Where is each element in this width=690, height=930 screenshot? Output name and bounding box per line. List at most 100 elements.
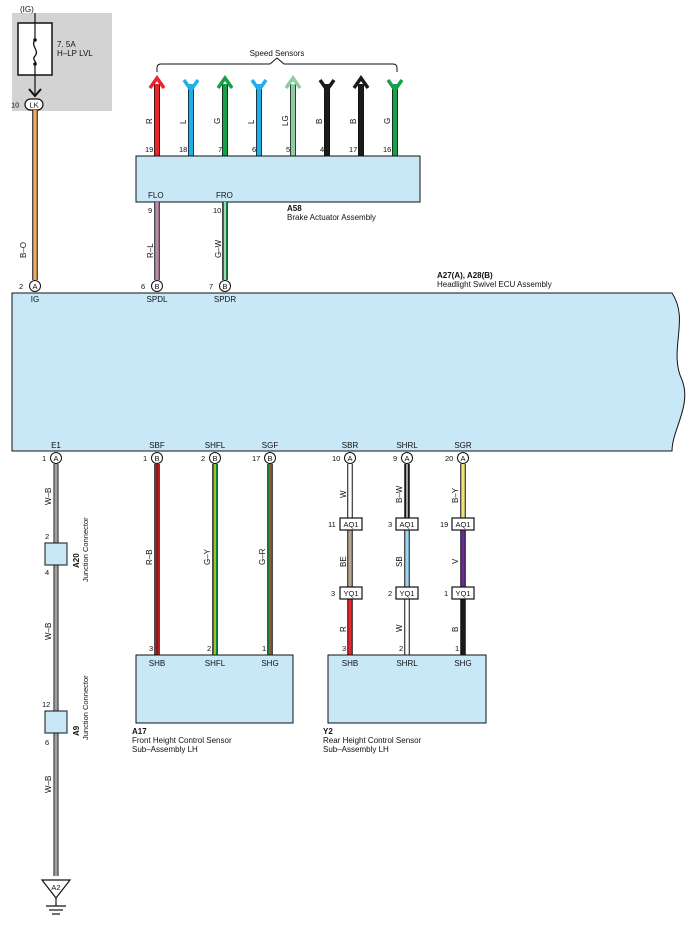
svg-text:20: 20 [445,454,453,463]
fuse-icon [32,39,38,65]
svg-text:9: 9 [393,454,397,463]
pin-fro: 10 [213,206,221,215]
wire-w-b-label-2: W–B [44,623,53,640]
wire-g-y-label: G–Y [203,548,212,565]
junction-a9-box [44,710,68,734]
speed-wire-color: L [247,119,256,124]
svg-text:IG: IG [31,295,39,304]
svg-text:B: B [222,282,227,291]
speed-wire-pin: 18 [179,145,187,154]
ig-label: (IG) [20,5,34,14]
speed-sensor-wires: R19FL+L18FL–G7FR+L6FR–LG5RL+B4RL–B17RR+G… [145,74,404,169]
svg-text:A20: A20 [72,553,81,568]
speed-sensors-bracket [156,57,398,72]
svg-text:SPDL: SPDL [147,295,168,304]
front-sensor-box [135,654,294,724]
svg-text:2: 2 [201,454,205,463]
ecu-bottom-pin-sbr: SBR 10 A [332,441,358,464]
arrow-up-icon [148,74,166,90]
wire-g-w-label: G–W [214,239,223,258]
lk-connector-label: LK [29,101,38,110]
svg-text:AQ1: AQ1 [399,520,414,529]
svg-text:3: 3 [388,520,392,529]
svg-text:2: 2 [45,532,49,541]
svg-text:B: B [451,627,460,632]
svg-text:SHRL: SHRL [396,659,418,668]
fuse-rating: 7. 5A [57,40,76,49]
power-source: (IG) 7. 5A H–LP LVL LK 10 B–O [11,5,112,280]
ecu-top-pin-spdl: 6 B SPDL [141,280,168,304]
svg-text:2: 2 [388,589,392,598]
junction-a9: 12 6 A9 Junction Connector [42,675,90,747]
speed-wire-color: G [213,118,222,124]
svg-text:YQ1: YQ1 [343,589,358,598]
arrow-down-icon [318,78,336,94]
svg-text:4: 4 [45,568,49,577]
speed-sensors: Speed Sensors R19FL+L18FL–G7FR+L6FR–LG5R… [145,49,404,169]
svg-text:BE: BE [339,556,348,567]
speed-wire-color: B [315,119,324,124]
svg-text:SHRL: SHRL [396,441,418,450]
wire-w-b-label-3: W–B [44,776,53,793]
svg-text:SBF: SBF [149,441,165,450]
ground-point-label: A2 [51,883,60,892]
arrow-up-icon [216,74,234,90]
svg-text:3: 3 [331,589,335,598]
svg-text:A: A [53,454,58,463]
svg-text:2: 2 [207,644,211,653]
svg-text:A: A [404,454,409,463]
speed-wire-color: R [145,118,154,124]
svg-text:SHFL: SHFL [205,441,226,450]
svg-text:SHB: SHB [342,659,358,668]
lk-pin: 10 [11,101,19,110]
brake-actuator: A58 Brake Actuator Assembly FLO 9 R–L FR… [135,155,421,280]
svg-text:YQ1: YQ1 [455,589,470,598]
svg-text:17: 17 [252,454,260,463]
ecu-bottom-pin-sgf: SGF 17 B [252,441,278,464]
svg-text:SGF: SGF [262,441,279,450]
ecu-name: Headlight Swivel ECU Assembly [437,280,552,289]
front-sensor-id: A17 [132,727,147,736]
ecu-id: A27(A), A28(B) [437,271,493,280]
svg-text:YQ1: YQ1 [399,589,414,598]
speed-wire-pin: 4 [320,145,324,154]
ecu-top-pin-spdr: 7 B SPDR [209,280,236,304]
ecu: A27(A), A28(B) Headlight Swivel ECU Asse… [11,271,686,464]
ecu-box [11,292,686,452]
svg-text:19: 19 [440,520,448,529]
svg-text:SHFL: SHFL [205,659,226,668]
rear-sensor-name: Rear Height Control Sensor [323,736,422,745]
rear-sensor-id: Y2 [323,727,333,736]
svg-text:Junction Connector: Junction Connector [81,675,90,740]
wire-g-r-label: G–R [258,548,267,565]
speed-wire-color: B [349,119,358,124]
svg-text:3: 3 [149,644,153,653]
svg-text:1: 1 [262,644,266,653]
terminal-flo: FLO [148,191,164,200]
ecu-bottom-pin-shrl: SHRL 9 A [393,441,418,464]
speed-wire-pin: 5 [286,145,290,154]
svg-text:E1: E1 [51,441,61,450]
svg-text:2: 2 [399,644,403,653]
svg-text:B–W: B–W [395,485,404,503]
speed-wire-pin: 7 [218,145,222,154]
arrow-down-icon [250,78,268,94]
svg-text:SBR: SBR [342,441,359,450]
speed-wire-rl-plus: LG5RL+ [281,74,302,169]
front-height-sensor: R–B 3 G–Y 2 G–R 1 SHB SHFL SHG A17 Front… [132,464,294,754]
speed-wire-pin: 17 [349,145,357,154]
svg-text:B–Y: B–Y [451,487,460,503]
ecu-bottom-pin-sbf: SBF 1 B [143,441,165,464]
speed-wire-fl-minus: L18FL– [179,78,200,169]
svg-text:Junction Connector: Junction Connector [81,517,90,582]
speed-wire-color: LG [281,115,290,126]
svg-text:W: W [395,624,404,632]
svg-text:SHG: SHG [454,659,471,668]
svg-text:1: 1 [42,454,46,463]
ground-path: W–B W–B W–B 2 4 A20 Junction Connector 1… [40,464,90,915]
arrow-up-icon [352,74,370,90]
speed-wire-rr-plus: B17RR+ [349,74,370,169]
svg-text:V: V [451,558,460,564]
front-sensor-name-2: Sub–Assembly LH [132,745,198,754]
svg-text:1: 1 [444,589,448,598]
